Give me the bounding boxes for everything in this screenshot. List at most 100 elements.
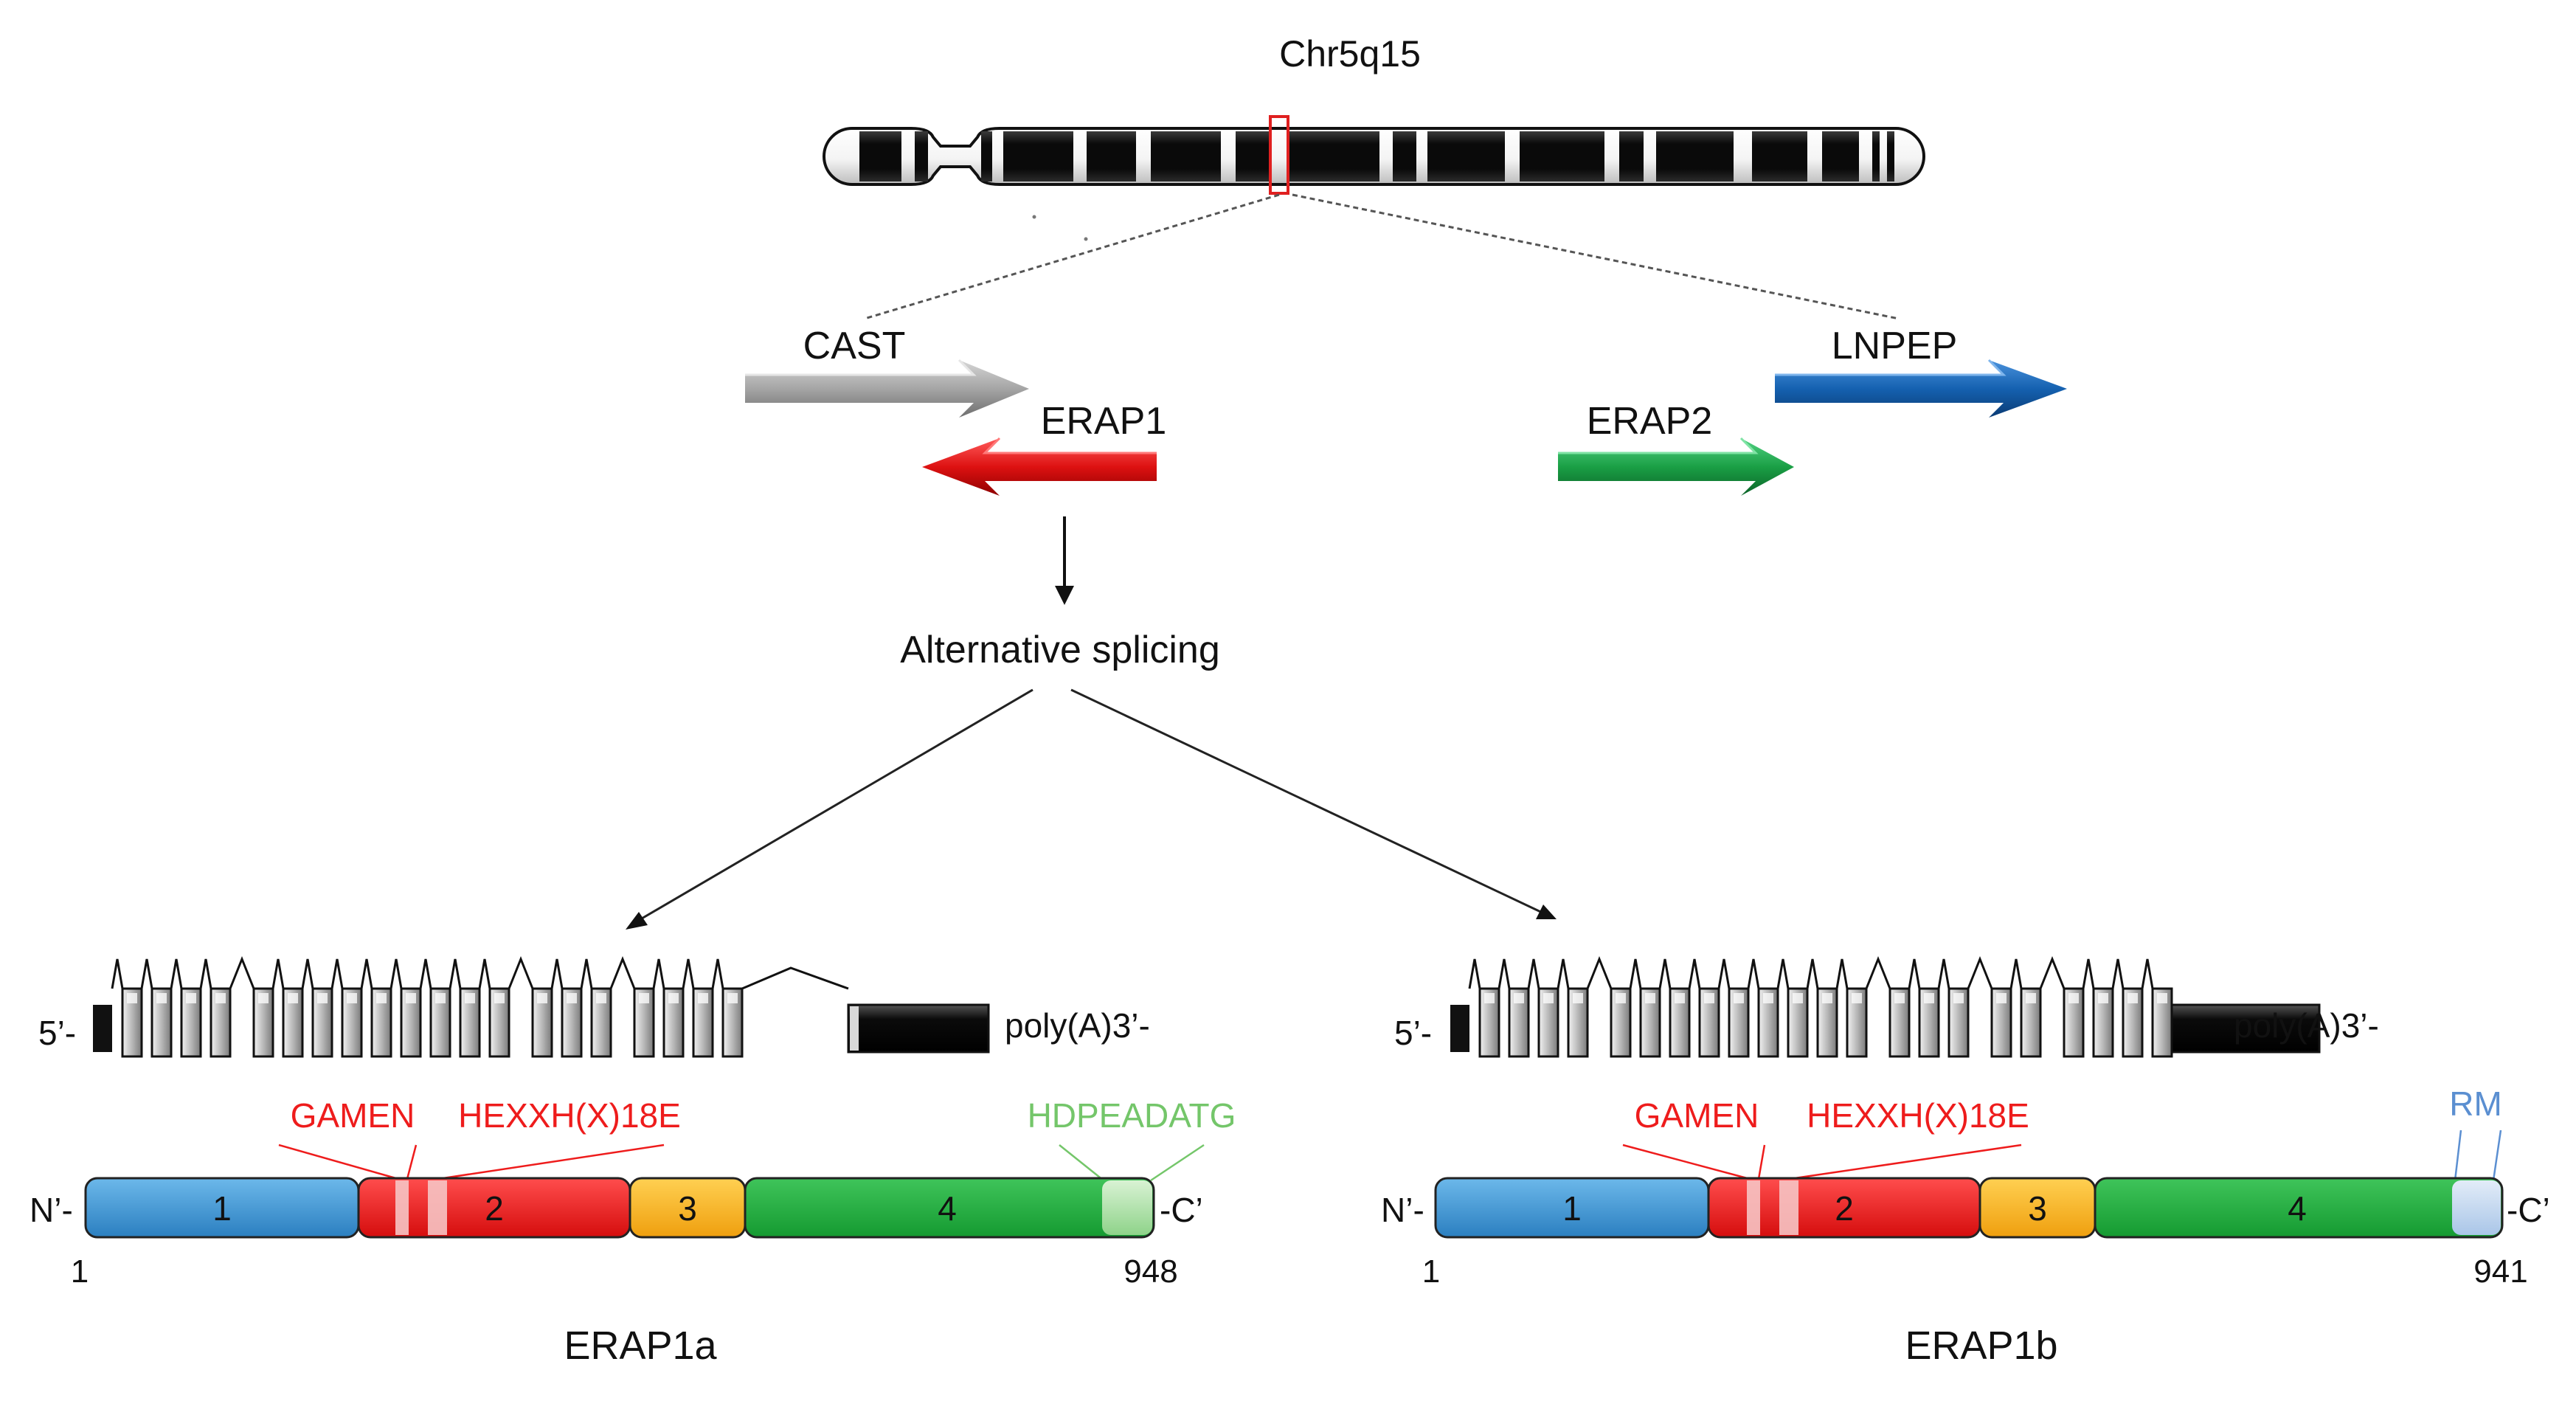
motif-leader [278,1144,399,1180]
exon-first [1450,1005,1469,1052]
start-position: 1 [1422,1253,1440,1290]
c-term-label: -C’ [1160,1191,1203,1229]
intron [1908,958,1921,989]
intron [1967,955,1993,989]
domain-label: 1 [212,1189,232,1228]
motif-tail-label: RM [2449,1085,2502,1123]
n-term-label: N’- [1381,1191,1424,1229]
exon [180,987,202,1058]
chromosome-label: Chr5q15 [1279,33,1421,75]
chromosome-band [1087,131,1136,181]
gene-arrow-cast [745,359,1029,418]
motif-band [1747,1180,1760,1235]
intron [199,958,212,989]
intron [2039,955,2066,989]
intron [389,958,403,989]
isoform-erap1a: 5’- poly(A)3’- GAMEN HEXXH(X)18E HDPEADA… [30,955,1236,1368]
intron [1629,958,1642,989]
intron [508,955,534,989]
branch-arrow-left [626,688,1033,930]
chromosome-band [981,131,992,181]
chromosome-band [1656,131,1734,181]
exon-last [2170,1003,2321,1054]
motif-gamen-label: GAMEN [1635,1096,1759,1135]
intron [449,958,462,989]
chromosome-band [1887,131,1894,181]
c-term-label: -C’ [2507,1191,2550,1229]
end-position: 948 [1123,1253,1177,1290]
intron [580,958,593,989]
motif-leader [1059,1144,1104,1181]
chromosome-band [915,131,928,181]
intron [478,958,491,989]
chromosome-bands [859,131,1894,181]
isoform-name: ERAP1a [564,1324,717,1368]
domain-label: 2 [1835,1189,1854,1228]
intron [1747,958,1760,989]
intron [360,958,373,989]
intron [2141,958,2154,989]
intron [1557,958,1570,989]
exon [1816,987,1838,1058]
polya-label: poly(A)3’- [2234,1006,2379,1045]
c-terminal-tail [2452,1180,2501,1235]
intron [682,958,695,989]
intron [1717,958,1731,989]
intron [170,958,183,989]
gene-label-cast: CAST [803,325,906,367]
motif-leader [1757,1144,1766,1180]
chromosome-band [1151,131,1221,181]
motif-leader [1622,1144,1751,1180]
motif-band [428,1180,447,1235]
intron [1835,958,1849,989]
process-label: Alternative splicing [900,629,1220,671]
intron [2111,958,2125,989]
intron [1806,958,1819,989]
motif-hexxh-label: HEXXH(X)18E [1807,1096,2029,1135]
down-arrow [1055,516,1074,605]
intron [111,958,124,989]
chromosome-band [859,131,901,181]
motif-hexxh-label: HEXXH(X)18E [458,1096,681,1135]
intron [140,958,153,989]
chromosome-highlight-box [1269,115,1289,195]
gene-arrow-erap2 [1558,437,1794,496]
exon-last [847,1003,990,1054]
intron [1937,958,1950,989]
domain-label: 2 [485,1189,504,1228]
motif-leader [1789,1144,2022,1180]
motif-leader [406,1144,418,1180]
exon [400,987,422,1058]
domain-label: 4 [2288,1189,2307,1228]
gene-label-erap1: ERAP1 [1041,400,1167,443]
intron [419,958,432,989]
domain-label: 4 [938,1189,957,1228]
branch-arrow-right [1070,688,1557,919]
chromosome-band [1619,131,1644,181]
intron [1498,958,1511,989]
isoform-erap1b: 5’- poly(A)3’- GAMEN HEXXH(X)18E RM N’- … [1381,955,2550,1368]
dot-mark [1084,237,1088,241]
chromosome-band [1752,131,1807,181]
intron [652,958,665,989]
isoform-name: ERAP1b [1905,1324,2057,1368]
intron [1688,958,1701,989]
intron [1658,958,1672,989]
five-prime-label: 5’- [1394,1014,1432,1052]
intron [1776,958,1790,989]
motif-band [1779,1180,1798,1235]
domain-4 [2094,1177,2504,1239]
chromosome-band [1236,131,1269,181]
intron [271,958,285,989]
chromosome-band [1003,131,1073,181]
domain-4 [744,1177,1155,1239]
exon [590,987,612,1058]
intron [229,955,255,989]
motif-gamen-label: GAMEN [291,1096,415,1135]
end-position: 941 [2473,1253,2527,1290]
motif-leader [2492,1130,2502,1181]
domain-label: 3 [678,1189,697,1228]
intron [1468,958,1481,989]
splice-jump [741,966,849,990]
